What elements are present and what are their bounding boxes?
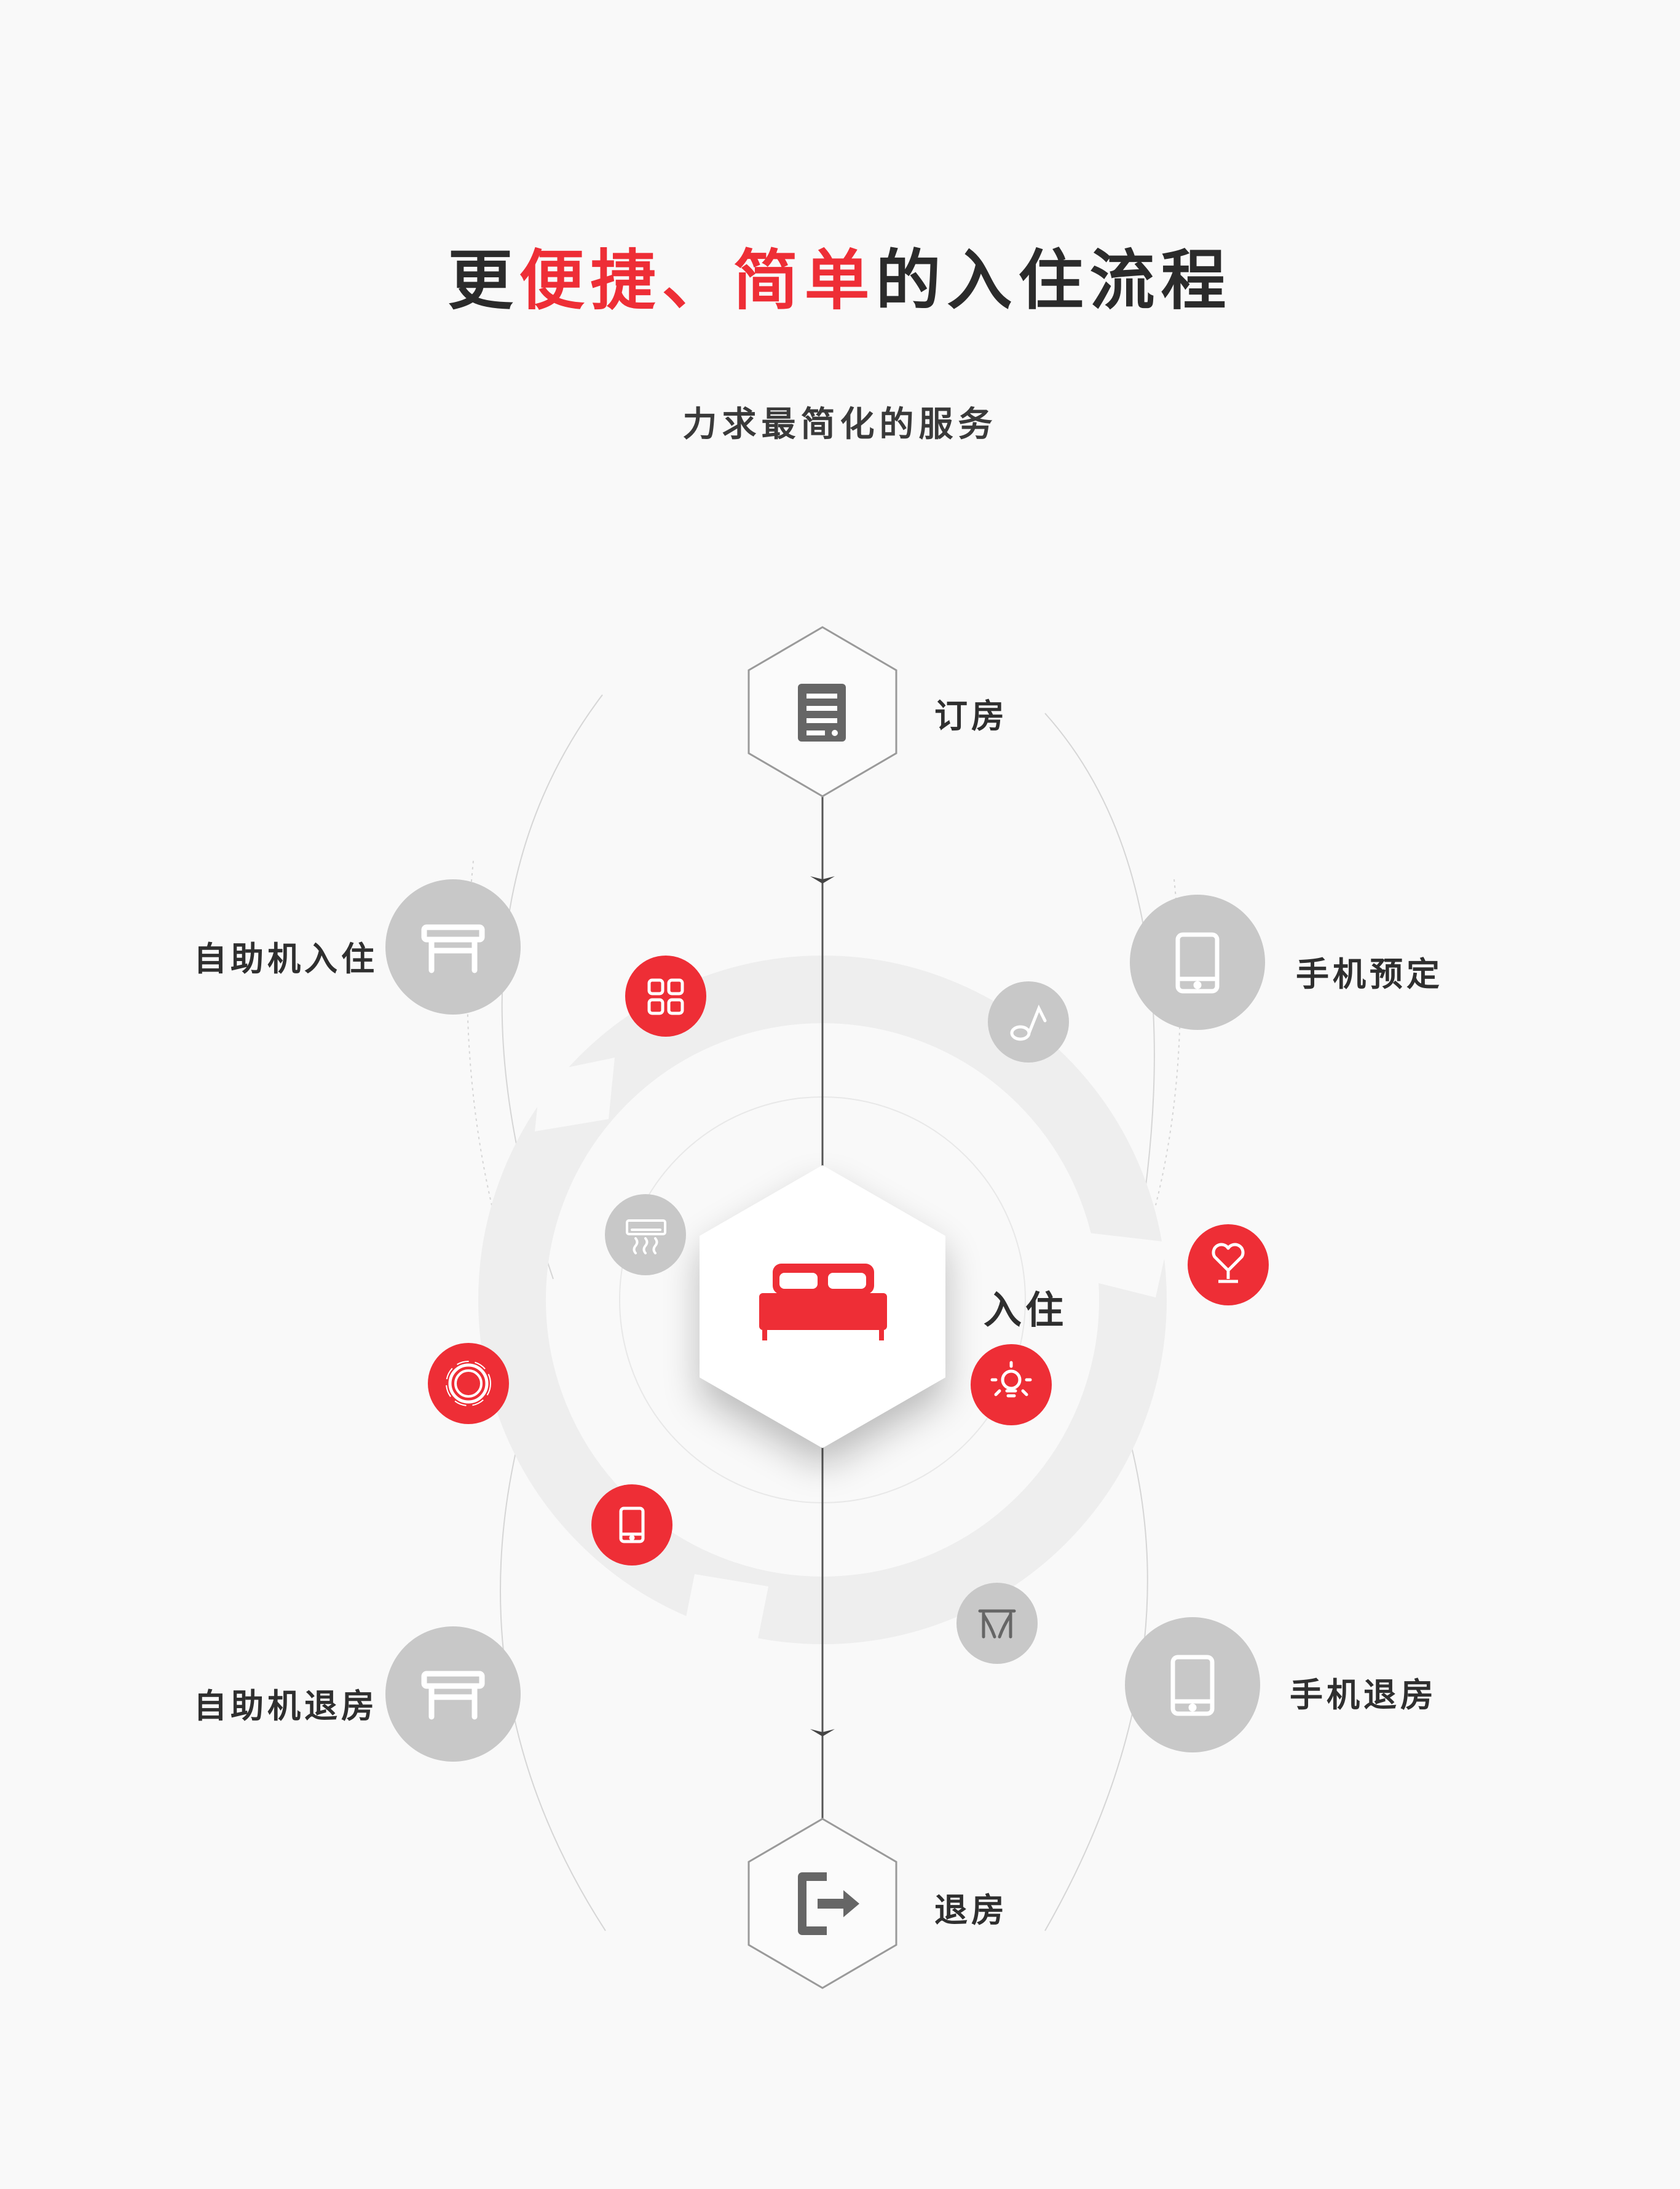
checkin-label: 入住: [984, 1288, 1068, 1332]
phone-icon: [1170, 1655, 1215, 1716]
checkout-node: [747, 1818, 897, 1989]
book-node: [747, 626, 897, 798]
title-highlight: 、: [661, 243, 733, 319]
mobile-checkout-node: [1125, 1617, 1260, 1752]
title-highlight: 简单: [733, 243, 876, 319]
lightbulb-icon: [971, 1344, 1052, 1425]
tablet-icon: [591, 1484, 672, 1566]
arrow-down-icon: [810, 1729, 835, 1736]
title-part: 更: [448, 243, 519, 319]
arrow-down-icon: [810, 876, 835, 884]
title-part: 的入住流程: [875, 243, 1232, 319]
bed-icon: [759, 1264, 887, 1340]
flow-line: [810, 793, 835, 1820]
checkout-label: 退房: [934, 1891, 1008, 1930]
heart-lamp-icon: [1188, 1224, 1269, 1305]
mobile-booking-label: 手机预定: [1296, 955, 1443, 994]
kiosk-icon: [421, 1671, 485, 1720]
phone-icon: [1175, 932, 1220, 994]
apps-icon: [625, 956, 706, 1037]
curtain-icon: [956, 1583, 1038, 1664]
book-label: 订房: [934, 697, 1008, 735]
mobile-checkout-label: 手机退房: [1290, 1676, 1437, 1714]
kiosk-checkin-node: [385, 879, 521, 1015]
document-icon: [798, 684, 846, 742]
exit-icon: [798, 1872, 859, 1935]
page-subtitle: 力求最简化的服务: [682, 405, 998, 445]
kiosk-checkout-node: [385, 1626, 521, 1762]
music-note-icon: [988, 981, 1069, 1063]
title-highlight: 便捷: [519, 243, 662, 319]
air-conditioner-icon: [605, 1194, 686, 1275]
record-icon: [428, 1343, 509, 1424]
kiosk-checkin-label: 自助机入住: [194, 940, 378, 978]
mobile-booking-node: [1130, 895, 1265, 1030]
kiosk-icon: [421, 924, 485, 973]
kiosk-checkout-label: 自助机退房: [194, 1687, 378, 1725]
page-title: 更便捷、简单的入住流程: [0, 228, 1680, 322]
